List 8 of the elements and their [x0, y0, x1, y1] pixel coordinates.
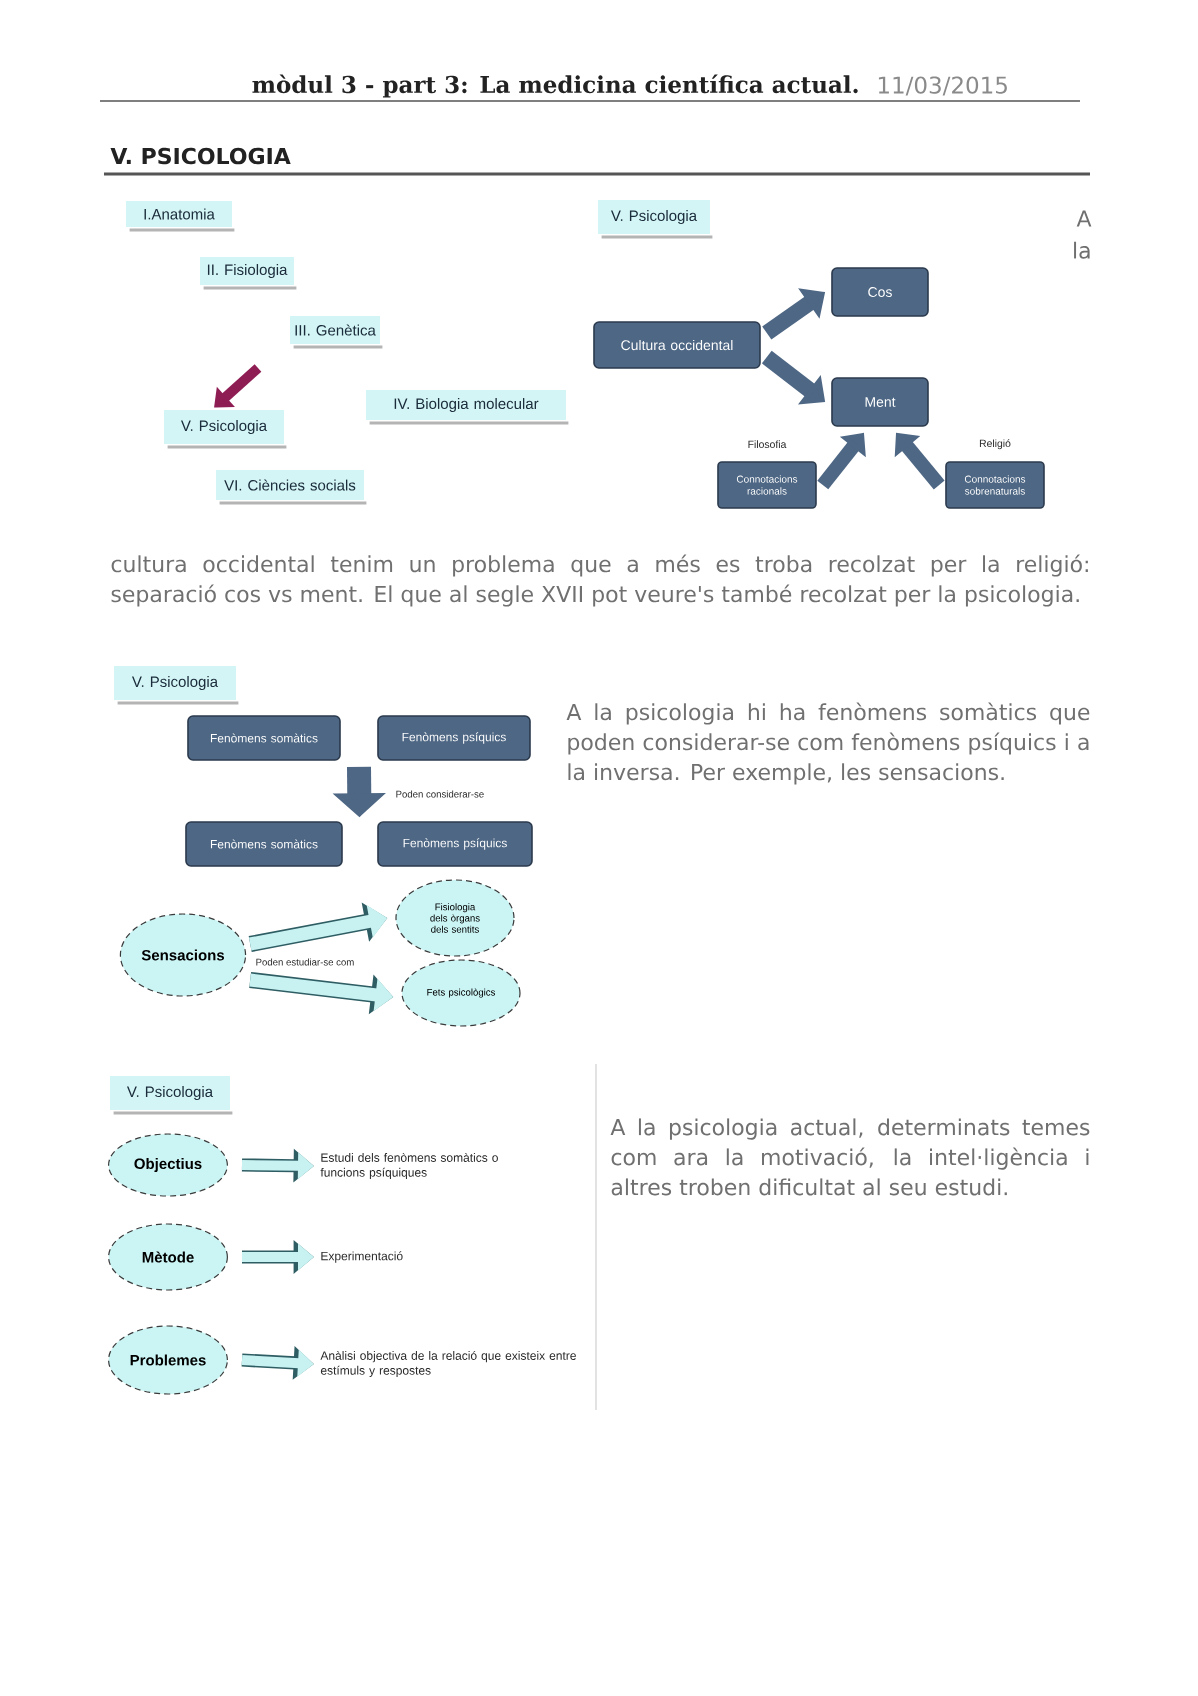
running-header: mòdul 3 - part 3: La medicina científica actual. — [252, 74, 858, 98]
section-heading: V. PSICOLOGIA — [110, 147, 291, 165]
body-text: A la psicologia actual, determinats temes com ara la motivació, la intel·ligència i altres troben dificultat al seu estudi. — [610, 1118, 1090, 1196]
body-text: A la psicologia hi ha fenòmens somàtics que poden considerar-se com fenòmens psíquics i a la inversa. Per exemple, les sensacions. — [566, 702, 1090, 785]
header-date: 11/03/2015 — [878, 76, 1007, 96]
block-arrow — [214, 364, 262, 408]
body-text: A la — [1074, 210, 1092, 259]
body-text: cultura occidental tenim un problema que a més es troba recolzat per la religió: separació cos vs ment. El que al segle XVII pot veure's també recolzat per la psicologia. — [111, 554, 1088, 607]
